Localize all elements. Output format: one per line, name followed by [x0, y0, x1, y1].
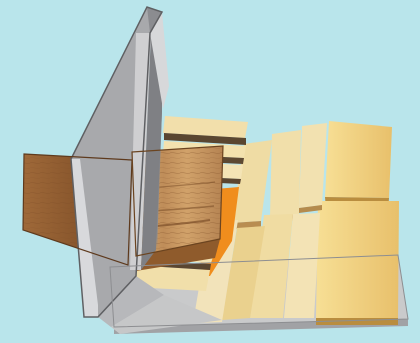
rear-cream-block	[325, 121, 392, 198]
plank-mid-1	[270, 130, 301, 216]
front-cream-block	[316, 201, 399, 318]
